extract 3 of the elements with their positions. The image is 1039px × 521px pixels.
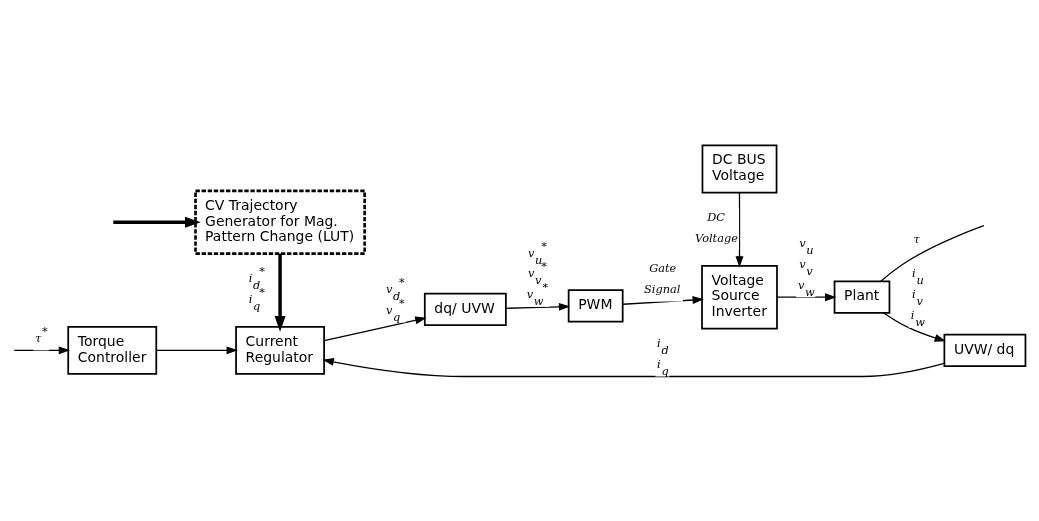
edge-label: DC Voltage: [695, 209, 738, 245]
edge-label: τ: [913, 231, 920, 246]
edge-label: Gate Signal: [644, 260, 681, 296]
